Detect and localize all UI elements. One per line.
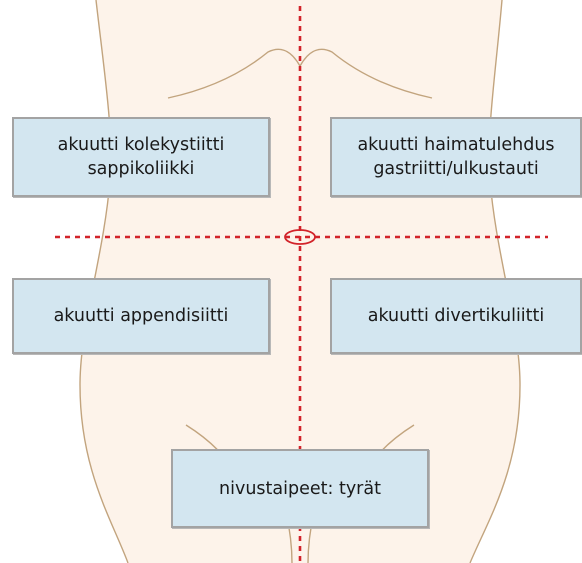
- region-left-lower-box: akuutti divertikuliitti: [330, 278, 582, 354]
- region-right-upper-line1: akuutti kolekystiitti: [58, 133, 225, 157]
- region-right-upper-box: akuutti kolekystiitti sappikoliikki: [12, 117, 270, 197]
- region-groin-label: nivustaipeet: tyrät: [219, 477, 381, 501]
- region-left-lower-label: akuutti divertikuliitti: [368, 304, 545, 328]
- region-right-lower-label: akuutti appendisiitti: [54, 304, 229, 328]
- region-left-upper-line2: gastriitti/ulkustauti: [373, 157, 538, 181]
- region-left-upper-line1: akuutti haimatulehdus: [357, 133, 554, 157]
- region-groin-box: nivustaipeet: tyrät: [171, 449, 429, 528]
- region-right-upper-line2: sappikoliikki: [88, 157, 195, 181]
- region-left-upper-box: akuutti haimatulehdus gastriitti/ulkusta…: [330, 117, 582, 197]
- region-right-lower-box: akuutti appendisiitti: [12, 278, 270, 354]
